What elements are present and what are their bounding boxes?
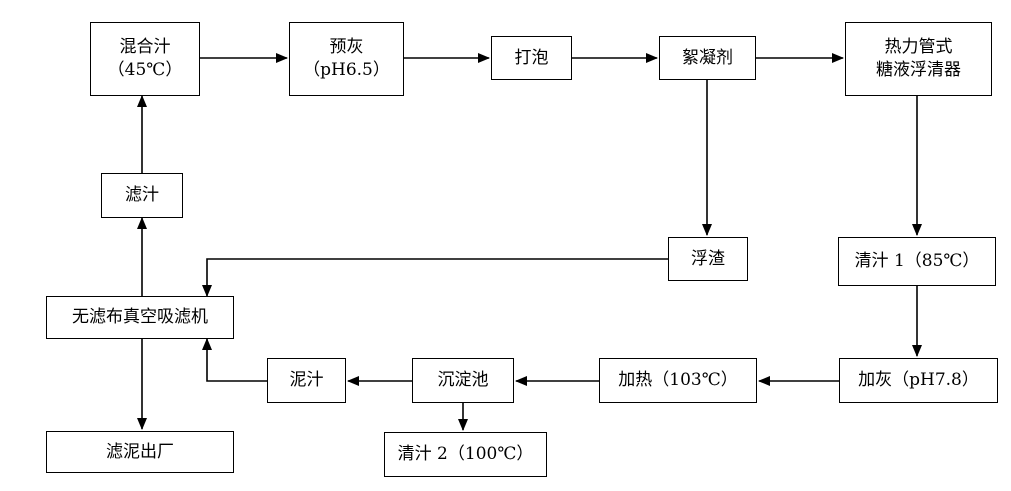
edge-mud-juice-to-vacuum-filter	[202, 338, 267, 382]
node-filtrate: 滤汁	[101, 173, 183, 218]
node-mixed-juice: 混合汁 （45℃）	[90, 22, 200, 96]
node-flotation-clarifier-line1: 热力管式	[884, 37, 953, 58]
node-pre-liming: 预灰 （pH6.5）	[289, 22, 404, 96]
node-mixed-juice-line1: 混合汁	[119, 37, 171, 58]
node-flotation-clarifier: 热力管式 糖液浮清器	[845, 22, 992, 96]
node-clear-juice-2-label: 清汁 2（100℃）	[397, 444, 534, 465]
node-heating: 加热（103℃）	[599, 358, 757, 403]
node-liming: 加灰（pH7.8）	[839, 358, 998, 403]
edge-scum-to-vacuum-filter	[202, 258, 668, 297]
node-pre-liming-line1: 预灰	[329, 37, 364, 58]
node-filter-mud-out-label: 滤泥出厂	[106, 441, 174, 462]
node-flocculant-label: 絮凝剂	[682, 47, 733, 68]
node-pre-liming-line2: （pH6.5）	[303, 60, 390, 80]
node-flocculant: 絮凝剂	[659, 36, 756, 80]
node-heating-label: 加热（103℃）	[618, 370, 738, 391]
node-vacuum-filter: 无滤布真空吸滤机	[46, 296, 234, 339]
node-mud-juice-label: 泥汁	[289, 370, 324, 391]
node-flotation-clarifier-line2: 糖液浮清器	[876, 60, 961, 80]
node-mixed-juice-line2: （45℃）	[107, 60, 183, 80]
node-clear-juice-2: 清汁 2（100℃）	[384, 432, 547, 477]
node-clear-juice-1-label: 清汁 1（85℃）	[854, 251, 980, 272]
node-mud-juice: 泥汁	[267, 358, 346, 403]
node-clear-juice-1: 清汁 1（85℃）	[838, 237, 996, 286]
node-vacuum-filter-label: 无滤布真空吸滤机	[72, 307, 208, 328]
node-liming-label: 加灰（pH7.8）	[858, 370, 979, 391]
node-filter-mud-out: 滤泥出厂	[46, 431, 234, 473]
node-scum-label: 浮渣	[691, 248, 725, 269]
node-settling-tank: 沉淀池	[412, 358, 514, 403]
node-foaming: 打泡	[491, 36, 572, 80]
node-foaming-label: 打泡	[514, 47, 549, 68]
node-filtrate-label: 滤汁	[125, 185, 159, 206]
node-settling-tank-label: 沉淀池	[437, 370, 489, 391]
node-scum: 浮渣	[668, 237, 748, 281]
